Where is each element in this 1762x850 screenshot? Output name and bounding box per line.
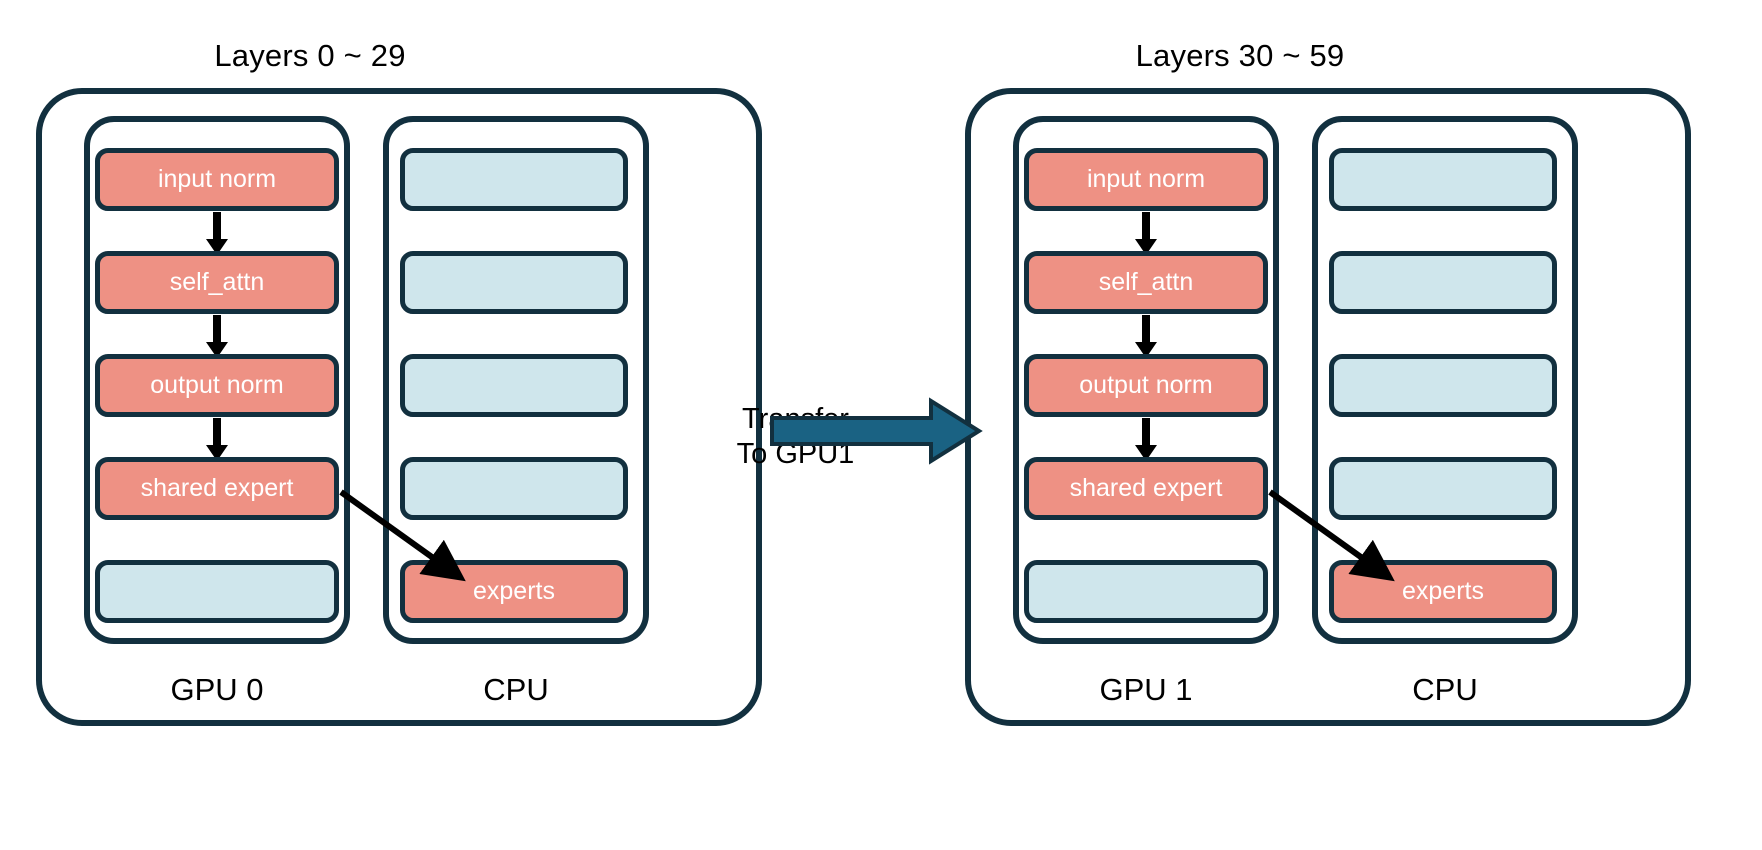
block-cpu-right-slot-3[interactable] [1329, 354, 1557, 417]
flow-arrow-gpu1-1 [1142, 212, 1150, 240]
block-gpu1-output-norm[interactable]: output norm [1024, 354, 1268, 417]
panel-title-left: Layers 0 ~ 29 [214, 38, 406, 73]
block-gpu0-input-norm[interactable]: input norm [95, 148, 339, 211]
unit-label-cpu-right: CPU [1412, 672, 1478, 707]
unit-label-gpu1: GPU 1 [1099, 672, 1193, 707]
flow-arrow-gpu1-3 [1142, 418, 1150, 446]
block-cpu-left-slot-3[interactable] [400, 354, 628, 417]
unit-label-cpu-left: CPU [483, 672, 549, 707]
block-gpu1-input-norm[interactable]: input norm [1024, 148, 1268, 211]
block-cpu-left-slot-1[interactable] [400, 148, 628, 211]
transfer-label-line2: To GPU1 [736, 438, 855, 471]
block-gpu0-empty-slot[interactable] [95, 560, 339, 623]
flow-arrow-gpu0-1 [213, 212, 221, 240]
block-gpu1-shared-expert[interactable]: shared expert [1024, 457, 1268, 520]
flow-arrow-gpu0-2 [213, 315, 221, 343]
block-cpu-left-experts[interactable]: experts [400, 560, 628, 623]
block-gpu0-output-norm[interactable]: output norm [95, 354, 339, 417]
flow-arrow-gpu0-3 [213, 418, 221, 446]
block-cpu-right-slot-4[interactable] [1329, 457, 1557, 520]
panel-title-right: Layers 30 ~ 59 [1135, 38, 1345, 73]
block-cpu-right-slot-1[interactable] [1329, 148, 1557, 211]
transfer-arrow-label: Transfer To GPU1 [688, 402, 903, 473]
block-gpu0-self-attn[interactable]: self_attn [95, 251, 339, 314]
block-gpu1-empty-slot[interactable] [1024, 560, 1268, 623]
transfer-label-line1: Transfer [742, 403, 849, 435]
block-cpu-right-experts[interactable]: experts [1329, 560, 1557, 623]
unit-label-gpu0: GPU 0 [170, 672, 264, 707]
block-cpu-left-slot-2[interactable] [400, 251, 628, 314]
block-gpu1-self-attn[interactable]: self_attn [1024, 251, 1268, 314]
flow-arrow-gpu1-2 [1142, 315, 1150, 343]
block-cpu-left-slot-4[interactable] [400, 457, 628, 520]
block-cpu-right-slot-2[interactable] [1329, 251, 1557, 314]
block-gpu0-shared-expert[interactable]: shared expert [95, 457, 339, 520]
